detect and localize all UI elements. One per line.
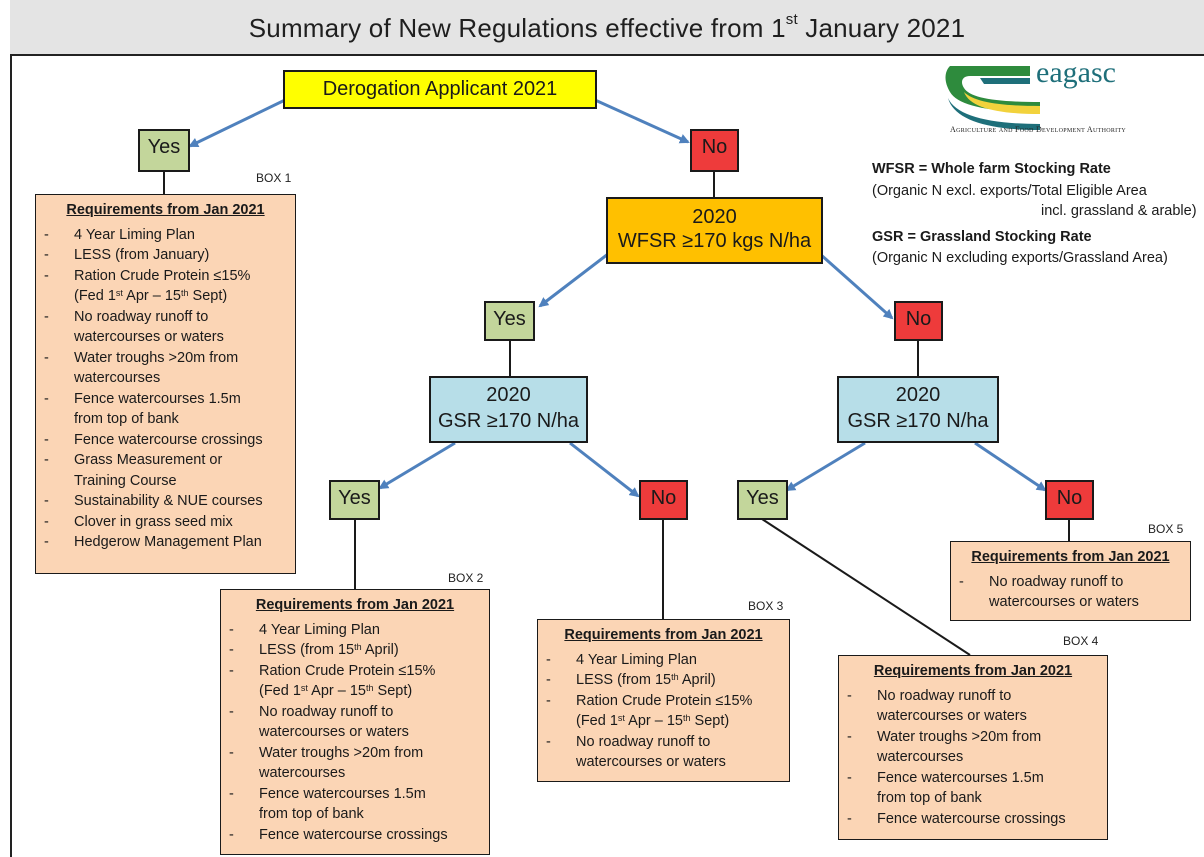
logo-tagline: Agriculture and Food Development Authori… xyxy=(950,125,1127,134)
legend-wfsr-term: WFSR = Whole farm Stocking Rate xyxy=(872,161,1111,177)
no-node-3: No xyxy=(639,480,688,520)
box4-heading: Requirements from Jan 2021 xyxy=(873,663,1073,679)
gsr-node-left: 2020 GSR ≥170 N/ha xyxy=(429,376,588,443)
wfsr-node-threshold: WFSR ≥170 kgs N/ha xyxy=(617,230,812,252)
requirements-box-5: Requirements from Jan 2021 -No roadway r… xyxy=(950,541,1191,621)
list-item: -4 Year Liming Plan xyxy=(229,621,380,638)
no-node-2: No xyxy=(894,301,943,341)
list-item: -Fence watercourse crossings xyxy=(229,826,448,843)
box5-label: BOX 5 xyxy=(1148,522,1184,536)
gsr-node-right: 2020 GSR ≥170 N/ha xyxy=(837,376,999,443)
arrow-gsrl-to-yes3 xyxy=(378,441,456,490)
box3-heading: Requirements from Jan 2021 xyxy=(564,627,763,643)
box4-label: BOX 4 xyxy=(1063,634,1099,648)
arrow-gsrl-to-no3 xyxy=(569,441,640,498)
wfsr-node: 2020 WFSR ≥170 kgs N/ha xyxy=(606,197,823,264)
arrow-top-to-no1 xyxy=(594,98,690,144)
requirements-box-2: Requirements from Jan 2021 -4 Year Limin… xyxy=(220,589,490,855)
no-node-4: No xyxy=(1045,480,1094,520)
yes-node-2: Yes xyxy=(484,301,535,341)
requirements-box-3: Requirements from Jan 2021 -4 Year Limin… xyxy=(537,619,790,782)
legend-wfsr-def1: (Organic N excl. exports/Total Eligible … xyxy=(872,183,1147,199)
legend-gsr-def: (Organic N excluding exports/Grassland A… xyxy=(872,250,1168,266)
arrow-gsrr-to-yes4 xyxy=(785,441,866,492)
list-item: -Ration Crude Protein ≤15%(Fed 1st Apr –… xyxy=(44,267,251,305)
list-item: -Hedgerow Management Plan xyxy=(44,534,262,550)
arrow-wfsr-to-yes2 xyxy=(538,252,609,308)
gsr-node-right-year: 2020 xyxy=(895,384,941,406)
requirements-box-1: Requirements from Jan 2021 -4 Year Limin… xyxy=(35,194,296,574)
list-item: -Fence watercourse crossings xyxy=(44,431,263,448)
box3-list: -4 Year Liming Plan -LESS (from 15th Apr… xyxy=(538,650,789,773)
gsr-node-left-year: 2020 xyxy=(486,384,531,406)
no-node-1: No xyxy=(690,129,739,172)
list-item: -LESS (from 15th April) xyxy=(229,642,399,658)
requirements-box-4: Requirements from Jan 2021 -No roadway r… xyxy=(838,655,1108,840)
frame-border xyxy=(10,0,12,857)
list-item: -LESS (from 15th April) xyxy=(546,672,716,688)
list-item: -LESS (from January) xyxy=(44,247,210,263)
yes-node-4: Yes xyxy=(737,480,788,520)
gsr-node-right-threshold: GSR ≥170 N/ha xyxy=(847,410,989,432)
list-item: -Sustainability & NUE courses xyxy=(44,493,263,509)
list-item: -Ration Crude Protein ≤15%(Fed 1st Apr –… xyxy=(229,662,436,700)
title-bar: Summary of New Regulations effective fro… xyxy=(10,0,1204,56)
box1-heading: Requirements from Jan 2021 xyxy=(66,202,265,218)
list-item: -Fence watercourse crossings xyxy=(847,810,1066,827)
page-title: Summary of New Regulations effective fro… xyxy=(248,11,966,43)
list-item: -4 Year Liming Plan xyxy=(44,226,195,243)
box5-heading: Requirements from Jan 2021 xyxy=(971,549,1170,565)
gsr-node-left-threshold: GSR ≥170 N/ha xyxy=(437,410,580,432)
arrow-gsrr-to-no4 xyxy=(974,441,1047,492)
teagasc-logo: eagasc xyxy=(945,58,1116,130)
yes-node-3: Yes xyxy=(329,480,380,520)
list-item: -Ration Crude Protein ≤15%(Fed 1st Apr –… xyxy=(546,692,753,730)
box1-label: BOX 1 xyxy=(256,171,292,185)
box1-list: -4 Year Liming Plan -LESS (from January)… xyxy=(36,225,295,553)
box2-heading: Requirements from Jan 2021 xyxy=(255,597,455,613)
svg-text:eagasc: eagasc xyxy=(1036,58,1116,89)
box2-label: BOX 2 xyxy=(448,571,484,585)
wfsr-node-year: 2020 xyxy=(692,206,737,228)
legend-gsr-term: GSR = Grassland Stocking Rate xyxy=(872,229,1092,245)
arrow-top-to-yes1 xyxy=(188,98,286,148)
yes-node-1: Yes xyxy=(138,129,190,172)
list-item: -Clover in grass seed mix xyxy=(44,513,233,530)
derogation-applicant-node: Derogation Applicant 2021 xyxy=(283,70,597,109)
list-item: -4 Year Liming Plan xyxy=(546,651,697,668)
line-yes4-box4 xyxy=(761,518,971,656)
legend-wfsr-def2: incl. grassland & arable) xyxy=(1041,203,1197,219)
box2-list: -4 Year Liming Plan -LESS (from 15th Apr… xyxy=(221,620,489,846)
box3-label: BOX 3 xyxy=(748,599,784,613)
